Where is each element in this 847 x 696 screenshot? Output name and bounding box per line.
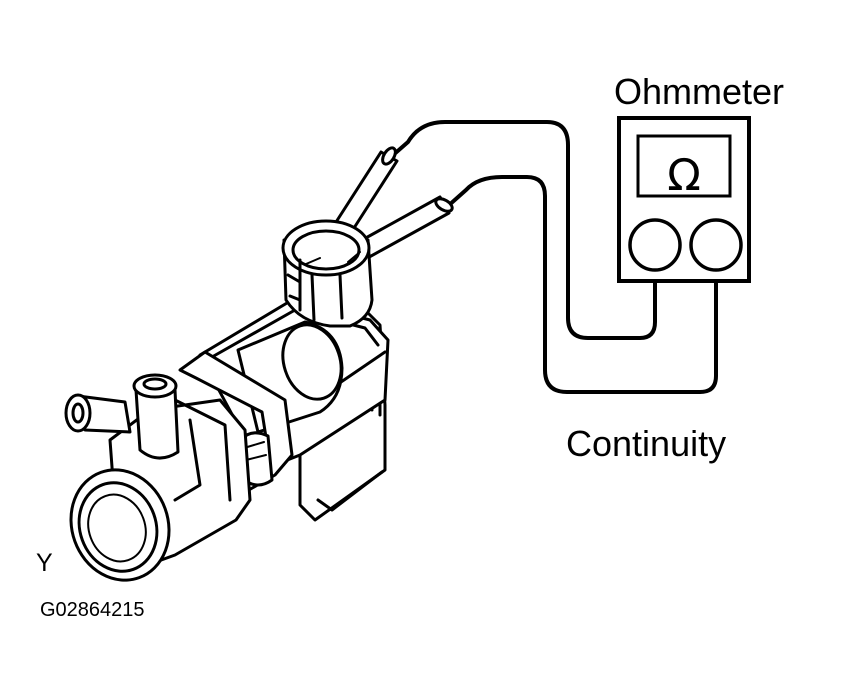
ohmmeter-terminal-right (689, 218, 743, 272)
ohmmeter-display (636, 134, 732, 198)
vacuum-nipple-top (134, 388, 180, 460)
figure-code: G02864215 (40, 599, 145, 621)
lead-wire-upper (390, 120, 657, 340)
test-leads (390, 120, 718, 394)
ohmmeter-icon (617, 116, 751, 283)
lead-wire-lower (446, 175, 718, 394)
continuity-label: Continuity (566, 423, 727, 464)
port-front-inner (77, 481, 159, 573)
omega-icon: Ω (667, 150, 701, 201)
vsv-solenoid-valve-icon (64, 219, 390, 582)
ohmmeter-label: Ohmmeter (614, 71, 785, 112)
connector-opening (281, 219, 371, 277)
ohmmeter-terminal-left (628, 218, 682, 272)
view-letter: Y (36, 549, 53, 577)
